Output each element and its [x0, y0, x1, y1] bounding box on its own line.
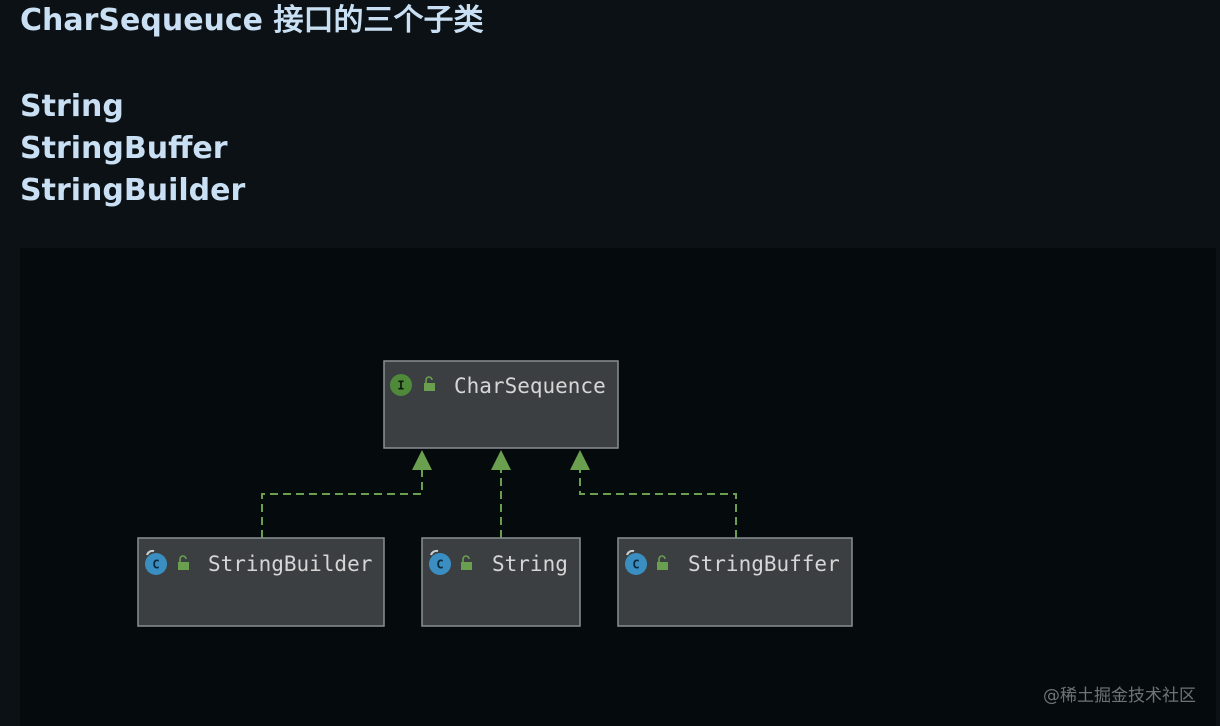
- interface-badge-letter: I: [397, 379, 404, 393]
- class-name: String: [492, 552, 568, 576]
- class-box: [137, 537, 385, 627]
- subclass-item: StringBuffer: [20, 131, 228, 166]
- arrowhead-icon: [491, 450, 511, 470]
- class-name: StringBuilder: [208, 552, 372, 576]
- page-title: CharSequeuce 接口的三个子类: [20, 3, 484, 38]
- interface-name: CharSequence: [454, 374, 606, 398]
- class-badge-letter: C: [152, 558, 159, 572]
- arrowhead-icon: [570, 450, 590, 470]
- connector-stringbuilder: [261, 466, 423, 538]
- class-name: StringBuffer: [688, 552, 840, 576]
- interface-box: [383, 360, 619, 449]
- unlock-icon: [178, 555, 189, 570]
- class-box: [421, 537, 581, 627]
- class-node-string: C String: [421, 537, 581, 627]
- class-badge-letter: C: [436, 558, 443, 572]
- uml-diagram: I CharSequence C StringBuilder: [137, 360, 853, 627]
- class-node-stringbuilder: C StringBuilder: [137, 537, 385, 627]
- interface-badge-icon: [390, 374, 412, 396]
- badge-corner-mark: [430, 549, 439, 556]
- interface-node-charsequence: I CharSequence: [383, 360, 619, 449]
- class-badge-icon: [625, 553, 647, 575]
- unlock-icon: [657, 555, 668, 570]
- subclass-list: String StringBuffer StringBuilder: [20, 86, 245, 212]
- unlock-icon: [424, 376, 435, 391]
- class-box: [617, 537, 853, 627]
- class-badge-icon: [145, 553, 167, 575]
- uml-diagram-panel: I CharSequence C StringBuilder: [20, 248, 1216, 726]
- class-badge-icon: [429, 553, 451, 575]
- badge-corner-mark: [626, 549, 635, 556]
- realization-connectors: [261, 466, 737, 538]
- class-node-stringbuffer: C StringBuffer: [617, 537, 853, 627]
- subclass-item: StringBuilder: [20, 173, 246, 208]
- subclass-item: String: [20, 89, 124, 124]
- realization-arrowheads: [412, 450, 590, 470]
- watermark: @稀土掘金技术社区: [1043, 686, 1196, 706]
- badge-corner-mark: [146, 549, 155, 556]
- connector-stringbuffer: [579, 466, 737, 538]
- unlock-icon: [461, 555, 472, 570]
- class-badge-letter: C: [632, 558, 639, 572]
- arrowhead-icon: [412, 450, 432, 470]
